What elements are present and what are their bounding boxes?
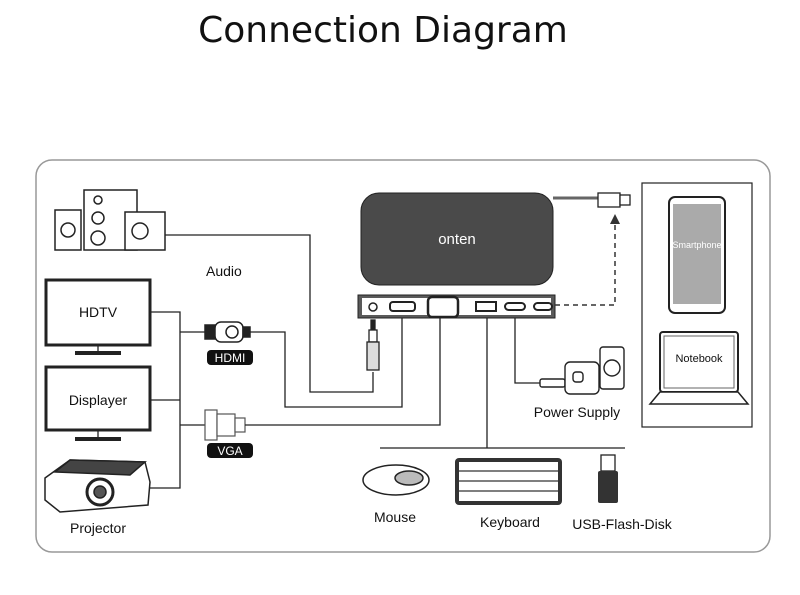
diagram-title: Connection Diagram: [198, 10, 568, 51]
label-hdtv: HDTV: [79, 304, 118, 320]
label-power-supply: Power Supply: [534, 404, 620, 420]
label-audio: Audio: [206, 263, 242, 279]
hub-brand-logo: onten: [438, 231, 476, 248]
host-devices-panel: [641, 182, 753, 428]
speakers-icon: [54, 189, 166, 251]
label-mouse: Mouse: [374, 509, 416, 525]
diagram-frame: [35, 159, 771, 553]
usb-flash-disk-icon: [598, 454, 618, 503]
label-hdmi: HDMI: [215, 351, 246, 365]
label-notebook: Notebook: [675, 353, 723, 365]
usb-c-hub: onten: [357, 192, 631, 319]
label-smartphone: Smartphone: [672, 240, 721, 250]
displayer-icon: [44, 365, 152, 441]
label-displayer: Displayer: [69, 392, 128, 408]
label-projector: Projector: [70, 520, 126, 536]
smartphone-icon: [668, 196, 726, 314]
audio-jack-icon: [366, 319, 380, 371]
label-vga: VGA: [217, 444, 242, 458]
projector-icon: [44, 459, 151, 513]
power-adapter-icon: [539, 346, 625, 395]
notebook-icon: [648, 331, 750, 405]
label-usb-flash-disk: USB-Flash-Disk: [572, 516, 673, 532]
vga-connector-icon: [204, 409, 246, 441]
keyboard-icon: [455, 458, 562, 505]
hdtv-icon: [44, 278, 152, 355]
label-keyboard: Keyboard: [480, 514, 540, 530]
hdmi-connector-icon: [204, 321, 251, 343]
mouse-icon: [362, 464, 430, 496]
